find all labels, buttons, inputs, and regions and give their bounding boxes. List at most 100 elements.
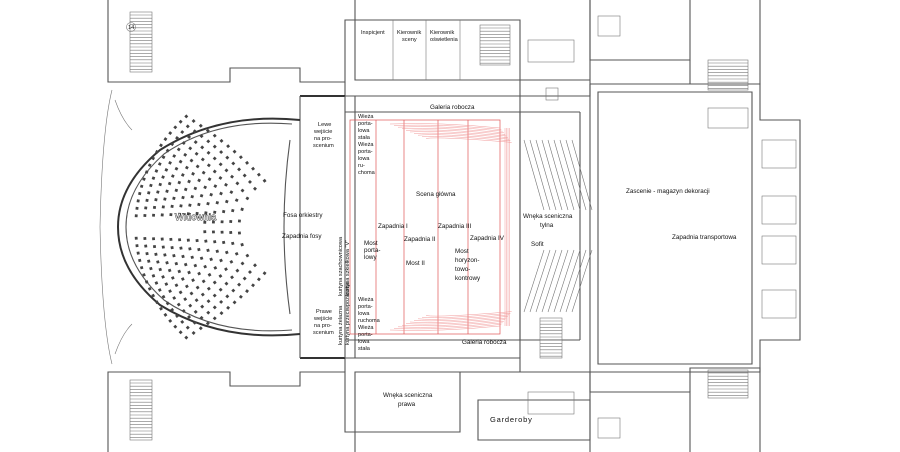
- seat: [221, 240, 226, 245]
- rear-stage-line: [535, 249, 557, 313]
- seat: [200, 304, 205, 309]
- seat: [230, 174, 235, 179]
- moving-tower-bottom-3: lowa: [358, 311, 370, 317]
- seat: [238, 294, 243, 299]
- seat: [195, 285, 200, 290]
- auditorium-seats: [134, 114, 267, 340]
- seat: [188, 203, 192, 207]
- seat: [199, 134, 204, 139]
- seat: [225, 155, 230, 160]
- seat: [195, 211, 199, 215]
- seat: [160, 213, 164, 217]
- seat: [154, 252, 158, 256]
- seat: [172, 154, 177, 158]
- seat: [198, 123, 203, 128]
- seat: [161, 205, 165, 209]
- fixed-tower-top-2: porta-: [358, 121, 373, 127]
- seat: [230, 275, 235, 280]
- seat: [212, 169, 217, 174]
- seat: [144, 244, 148, 248]
- stage-arc-line: [425, 137, 512, 317]
- seat: [136, 199, 140, 203]
- seat: [178, 119, 183, 124]
- seat: [245, 160, 250, 165]
- rear-stage-label-2: tylna: [540, 222, 554, 229]
- rear-stage-label-1: Wnęka sceniczna: [523, 213, 573, 220]
- rear-stage-line: [571, 249, 593, 313]
- seat: [207, 177, 212, 182]
- seat: [151, 293, 156, 298]
- seat: [240, 207, 244, 212]
- rear-stage-line: [547, 139, 569, 211]
- seat: [218, 162, 223, 167]
- seat: [180, 173, 185, 177]
- seat: [149, 266, 153, 271]
- seat: [190, 194, 194, 199]
- seat: [138, 258, 142, 263]
- seat: [161, 245, 165, 249]
- seat: [212, 293, 217, 298]
- seat: [178, 330, 183, 335]
- seat: [224, 182, 228, 187]
- seat: [135, 206, 139, 210]
- seat: [206, 299, 211, 304]
- seat: [197, 202, 201, 207]
- seat: [178, 159, 183, 164]
- seat: [157, 162, 162, 166]
- seat: [170, 142, 175, 147]
- seat: [213, 240, 217, 244]
- moving-tower-top-3: lowa: [358, 156, 370, 162]
- work-gallery-bottom-label: Galeria robocza: [462, 339, 507, 346]
- seat: [168, 289, 172, 294]
- lift-4-label: Zapadnia IV: [470, 235, 505, 242]
- seat: [184, 114, 189, 119]
- seat: [142, 273, 146, 277]
- stairs: [129, 11, 749, 441]
- fire-curtain-label: kurtyna przeciwpożarowa: [345, 281, 351, 345]
- seat: [161, 155, 166, 160]
- seat: [245, 289, 250, 294]
- seat: [158, 182, 162, 187]
- seat: [187, 270, 191, 275]
- seat: [219, 311, 224, 316]
- seat: [170, 204, 174, 209]
- seat: [180, 319, 185, 324]
- left-entrance-label-2: wejście: [313, 129, 332, 135]
- room-number-marker: [126, 22, 136, 32]
- seat: [154, 198, 158, 202]
- seat: [256, 172, 261, 177]
- seat: [237, 282, 242, 287]
- rear-stage-line: [547, 249, 569, 313]
- seat: [213, 210, 217, 214]
- seat: [170, 245, 174, 250]
- seat: [203, 185, 208, 190]
- fixed-tower-top-3: lowa: [358, 128, 370, 134]
- fixed-tower-bottom-2: porta-: [358, 332, 373, 338]
- seat: [163, 253, 167, 257]
- seat: [142, 177, 146, 181]
- seat: [145, 252, 149, 256]
- seat: [237, 219, 241, 223]
- seat: [194, 298, 199, 303]
- left-entrance-label-3: na pro-: [314, 136, 332, 142]
- seat: [163, 312, 168, 317]
- seat: [170, 174, 175, 178]
- seat: [156, 260, 160, 264]
- seat: [199, 315, 204, 320]
- seat: [184, 335, 189, 340]
- seat: [173, 125, 178, 130]
- labels: Widownia Fosa orkiestry Zapadnia fosy Ga…: [126, 22, 737, 424]
- stage-arc-line: [397, 126, 503, 328]
- seat: [181, 195, 185, 200]
- seat: [152, 237, 156, 241]
- seat: [172, 253, 176, 258]
- seat: [149, 183, 153, 188]
- stage-arc-line: [405, 129, 506, 325]
- seat: [213, 184, 218, 188]
- seat: [188, 146, 193, 151]
- seat: [232, 149, 237, 154]
- seat: [180, 277, 185, 281]
- seat: [147, 191, 151, 195]
- seat: [247, 179, 252, 184]
